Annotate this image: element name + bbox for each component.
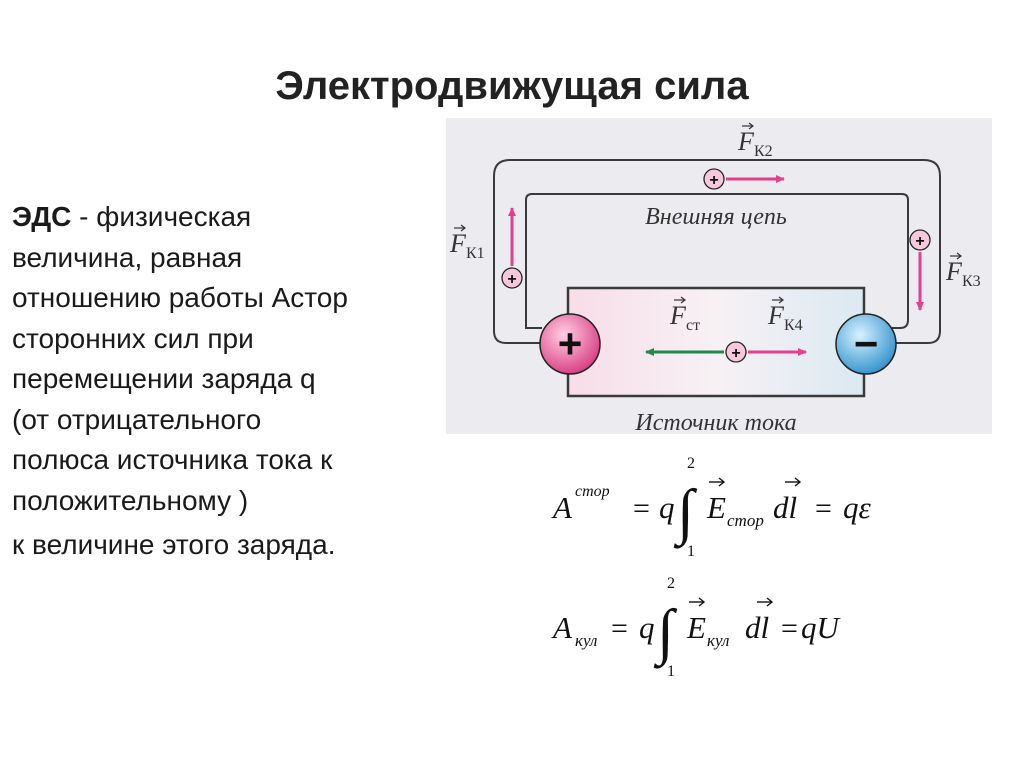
- definition-line-3: отношению работы Астор: [12, 282, 348, 313]
- external-circuit-inner: [524, 193, 909, 329]
- formula-1-E: E: [706, 490, 726, 525]
- formula-2-eq2: =: [781, 612, 798, 645]
- formula-2-E-sub: кул: [707, 631, 729, 650]
- formula-1-eq: =: [633, 492, 650, 525]
- negative-terminal-sign: −: [854, 320, 879, 367]
- definition-line-7: полюса источника тока к: [12, 444, 333, 475]
- formula-2-lower: 1: [667, 663, 675, 680]
- definition-line-2: величина, равная: [12, 241, 243, 273]
- external-circuit-outer: [493, 159, 941, 344]
- charge-right: +: [909, 229, 931, 251]
- circuit-diagram: + − Внешняя цепь Источник тока + + + +: [446, 118, 992, 436]
- formula-2-E: E: [686, 610, 706, 645]
- external-circuit-label: Внешняя цепь: [645, 204, 787, 230]
- definition-line-9: к величине этого заряда.: [12, 529, 336, 560]
- force-k2-sub: К2: [754, 143, 773, 160]
- force-k4-label: F К4: [767, 296, 803, 334]
- definition-line-5: перемещении заряда q: [12, 363, 316, 394]
- force-k3-letter: F: [945, 257, 963, 286]
- formula-external-work: A стор = q ∫ 2 1 E стор dl = qε: [545, 452, 905, 564]
- charge-right-sign: +: [915, 233, 924, 250]
- formula-2-A: A: [551, 610, 573, 645]
- force-k2-letter: F: [737, 127, 755, 156]
- formula-2-eq: =: [611, 612, 628, 645]
- formula-1-q: q: [659, 490, 675, 525]
- force-k3-sub: К3: [962, 273, 981, 290]
- charge-source-sign: +: [731, 345, 740, 362]
- charge-top-sign: +: [709, 172, 718, 189]
- formula-2-dl: dl: [745, 610, 769, 645]
- definition-line-6: (от отрицательного: [12, 403, 262, 435]
- definition-line-4: сторонних сил при: [12, 322, 254, 354]
- formula-2-A-sub: кул: [575, 631, 597, 650]
- formula-2-svg: A кул = q ∫ 2 1 E кул dl = qU: [551, 575, 842, 680]
- charge-left-sign: +: [507, 271, 516, 288]
- slide-title: Электродвижущая сила: [275, 64, 749, 108]
- circuit-diagram-svg: + − Внешняя цепь Источник тока + + + +: [446, 118, 992, 436]
- term-dash: -: [71, 201, 97, 232]
- negative-terminal: −: [835, 313, 897, 375]
- emf-term: ЭДС: [12, 201, 72, 232]
- charge-left: +: [501, 267, 523, 289]
- formula-1-A-sup: стор: [575, 483, 610, 500]
- formula-1-dl: dl: [773, 490, 797, 525]
- formula-1-eq2: =: [815, 492, 832, 525]
- force-k4-letter: F: [767, 301, 785, 330]
- formula-1-upper: 2: [687, 455, 695, 472]
- definition-paragraph: ЭДС - физическая величина, равная отноше…: [12, 197, 442, 566]
- formula-2-rhs: qU: [801, 610, 842, 645]
- formula-2-q: q: [639, 610, 655, 645]
- force-k1-label: F К1: [449, 224, 485, 262]
- formula-1-A: A: [551, 490, 573, 525]
- charge-top: +: [703, 168, 725, 190]
- force-st-letter: F: [669, 301, 687, 330]
- force-st-sub: ст: [686, 317, 700, 334]
- formula-1-integral: ∫: [673, 478, 698, 549]
- formula-2-integral: ∫: [653, 598, 678, 669]
- force-k3-label: F К3: [945, 252, 981, 290]
- definition-line-8: положительному ): [12, 484, 249, 516]
- current-source-label: Источник тока: [634, 410, 796, 434]
- formula-2-upper: 2: [667, 575, 675, 592]
- formula-1-svg: A стор = q ∫ 2 1 E стор dl = qε: [551, 455, 872, 560]
- charge-source: +: [725, 341, 747, 363]
- formula-coulomb-work: A кул = q ∫ 2 1 E кул dl = qU: [545, 572, 905, 684]
- current-source: [566, 286, 866, 398]
- force-st-label: F ст: [669, 296, 700, 334]
- formula-1-rhs: qε: [843, 490, 872, 525]
- positive-terminal-sign: +: [558, 320, 583, 367]
- positive-terminal: +: [539, 313, 601, 375]
- formula-1-lower: 1: [687, 543, 695, 560]
- force-k2-label: F К2: [737, 122, 773, 160]
- force-k4-sub: К4: [784, 317, 803, 334]
- formula-1-E-sub: стор: [727, 511, 764, 530]
- definition-line-1: физическая: [96, 201, 252, 232]
- force-k1-letter: F: [449, 229, 467, 258]
- force-k1-sub: К1: [466, 245, 485, 262]
